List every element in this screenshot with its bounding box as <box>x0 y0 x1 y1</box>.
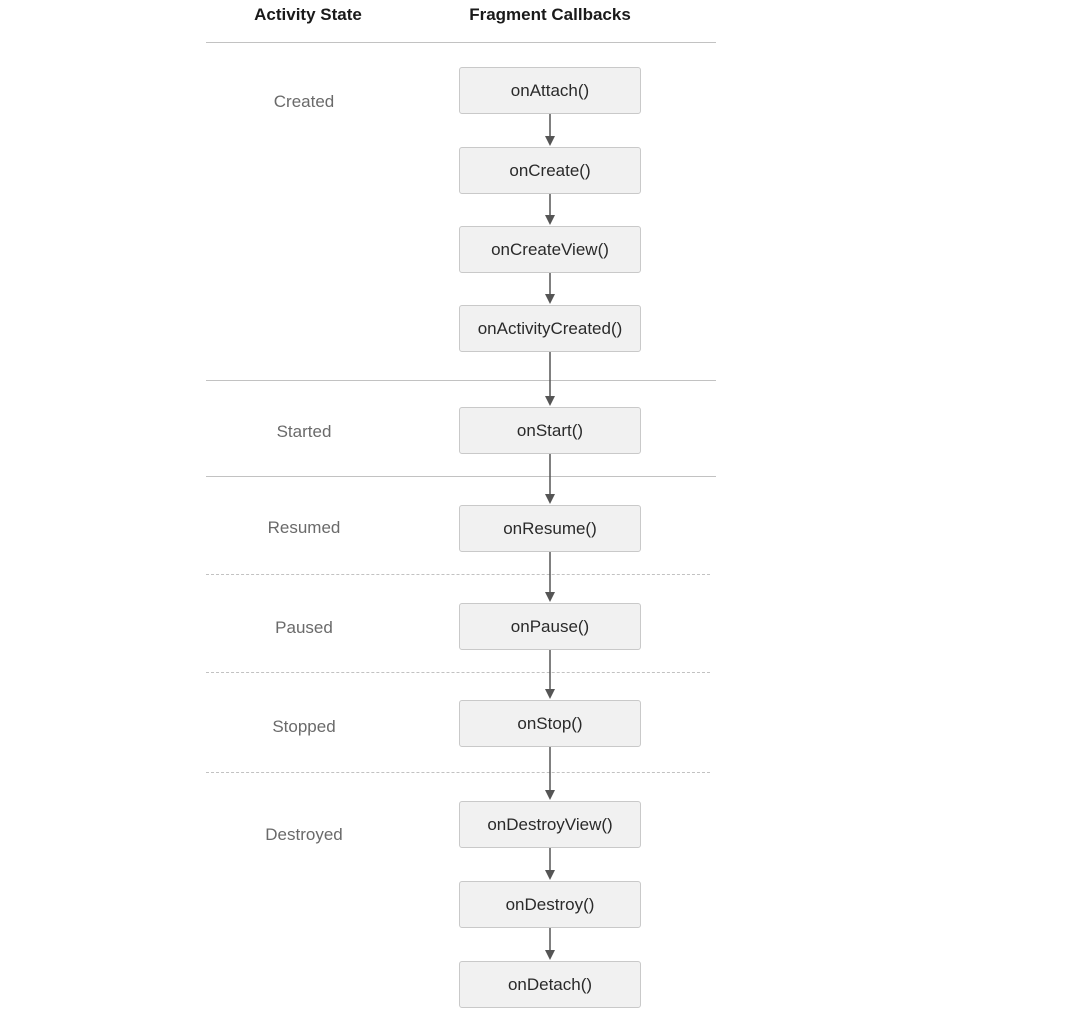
callback-box-oncreateview: onCreateView() <box>459 226 641 273</box>
arrow-head <box>545 494 555 504</box>
separator-stopped-destroyed <box>206 772 710 773</box>
callback-box-onresume: onResume() <box>459 505 641 552</box>
callback-box-oncreate: onCreate() <box>459 147 641 194</box>
state-label-resumed: Resumed <box>267 518 341 537</box>
arrow-5 <box>545 454 555 504</box>
callback-box-onattach: onAttach() <box>459 67 641 114</box>
arrow-3 <box>545 273 555 304</box>
state-label-destroyed: Destroyed <box>265 825 343 844</box>
arrow-head <box>545 592 555 602</box>
state-label-stopped: Stopped <box>272 717 336 736</box>
arrow-head <box>545 790 555 800</box>
arrow-head <box>545 689 555 699</box>
arrow-1 <box>545 114 555 146</box>
callback-box-onactivitycreated: onActivityCreated() <box>459 305 641 352</box>
arrow-6 <box>545 552 555 602</box>
callback-box-ondestroy: onDestroy() <box>459 881 641 928</box>
callback-box-ondestroyview: onDestroyView() <box>459 801 641 848</box>
separator-paused-stopped <box>206 672 710 673</box>
arrow-4 <box>545 352 555 406</box>
arrow-head <box>545 136 555 146</box>
arrow-head <box>545 215 555 225</box>
callback-box-onstop: onStop() <box>459 700 641 747</box>
activity-state-header: Activity State <box>254 5 362 24</box>
separator-resumed-paused <box>206 574 710 575</box>
arrow-2 <box>545 194 555 225</box>
state-label-created: Created <box>273 92 335 111</box>
callback-box-ondetach: onDetach() <box>459 961 641 1008</box>
arrow-9 <box>545 848 555 880</box>
state-label-paused: Paused <box>275 618 333 637</box>
callback-box-onpause: onPause() <box>459 603 641 650</box>
callback-box-onstart: onStart() <box>459 407 641 454</box>
arrow-head <box>545 294 555 304</box>
arrow-head <box>545 950 555 960</box>
arrow-8 <box>545 747 555 800</box>
separator-created-started <box>206 380 716 381</box>
arrow-10 <box>545 928 555 960</box>
state-label-started: Started <box>276 422 332 441</box>
fragment-callbacks-header: Fragment Callbacks <box>469 5 631 24</box>
arrow-head <box>545 396 555 406</box>
arrow-7 <box>545 650 555 699</box>
header-separator <box>206 42 716 43</box>
arrow-head <box>545 870 555 880</box>
separator-started-resumed <box>206 476 716 477</box>
